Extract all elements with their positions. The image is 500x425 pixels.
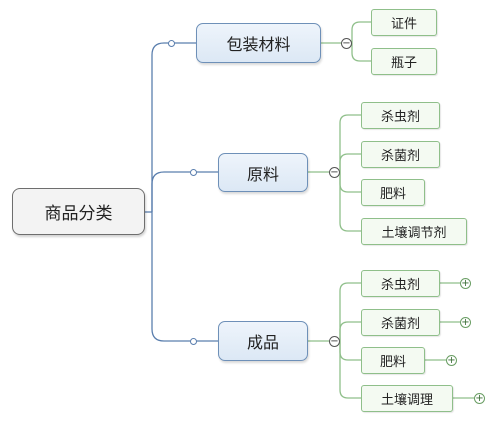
branch-node-packaging[interactable]: 包装材料 bbox=[196, 23, 321, 63]
leaf-node-label: 杀虫剂 bbox=[380, 110, 420, 125]
branch-node-finished-products[interactable]: 成品 bbox=[218, 321, 308, 361]
leaf-node[interactable]: 杀虫剂 bbox=[361, 270, 440, 297]
leaf-node[interactable]: 证件 bbox=[371, 9, 437, 36]
root-node[interactable]: 商品分类 bbox=[12, 188, 145, 235]
branch-node-raw-materials[interactable]: 原料 bbox=[218, 153, 308, 192]
leaf-connector bbox=[339, 341, 361, 361]
leaf-node-label: 证件 bbox=[390, 17, 417, 32]
leaf-node-label: 肥料 bbox=[379, 355, 406, 370]
leaf-node-label: 土壤调理 bbox=[380, 393, 433, 408]
branch-connector bbox=[151, 212, 218, 342]
collapse-icon[interactable]: − bbox=[329, 335, 340, 347]
leaf-connector bbox=[339, 172, 361, 193]
branch-connector bbox=[151, 171, 218, 212]
expand-icon[interactable]: + bbox=[460, 277, 471, 289]
expand-icon[interactable]: + bbox=[474, 392, 485, 404]
expand-icon[interactable]: + bbox=[460, 316, 471, 328]
leaf-connector bbox=[351, 21, 371, 43]
leaf-connector bbox=[339, 114, 361, 172]
leaf-node-label: 瓶子 bbox=[390, 56, 417, 71]
connector-dot bbox=[190, 338, 197, 345]
root-node-label: 商品分类 bbox=[44, 204, 113, 224]
collapse-icon[interactable]: − bbox=[341, 37, 352, 49]
connector-dot bbox=[168, 40, 175, 47]
leaf-node[interactable]: 土壤调节剂 bbox=[361, 218, 467, 245]
leaf-node-label: 土壤调节剂 bbox=[381, 226, 447, 241]
branch-connector bbox=[151, 42, 196, 212]
leaf-node-label: 肥料 bbox=[379, 187, 406, 202]
leaf-connector bbox=[339, 321, 361, 341]
leaf-connector bbox=[339, 341, 361, 399]
leaf-node-label: 杀菌剂 bbox=[380, 149, 420, 164]
leaf-connector bbox=[339, 282, 361, 341]
connector-dot bbox=[190, 169, 197, 176]
leaf-node-label: 杀菌剂 bbox=[380, 317, 420, 332]
leaf-connector bbox=[351, 43, 371, 62]
leaf-connector bbox=[339, 153, 361, 172]
branch-node-label: 原料 bbox=[246, 164, 279, 184]
leaf-node[interactable]: 肥料 bbox=[361, 347, 425, 374]
leaf-node[interactable]: 瓶子 bbox=[371, 48, 437, 75]
expand-icon[interactable]: + bbox=[446, 354, 457, 366]
leaf-node-label: 杀虫剂 bbox=[380, 278, 420, 293]
leaf-node[interactable]: 杀菌剂 bbox=[361, 141, 440, 168]
leaf-connector bbox=[339, 172, 361, 232]
leaf-node[interactable]: 杀虫剂 bbox=[361, 102, 440, 129]
branch-node-label: 成品 bbox=[246, 333, 279, 352]
collapse-icon[interactable]: − bbox=[329, 166, 340, 178]
leaf-node[interactable]: 杀菌剂 bbox=[361, 309, 440, 336]
leaf-node[interactable]: 肥料 bbox=[361, 179, 425, 206]
branch-node-label: 包装材料 bbox=[226, 35, 291, 54]
leaf-node[interactable]: 土壤调理 bbox=[361, 385, 453, 412]
